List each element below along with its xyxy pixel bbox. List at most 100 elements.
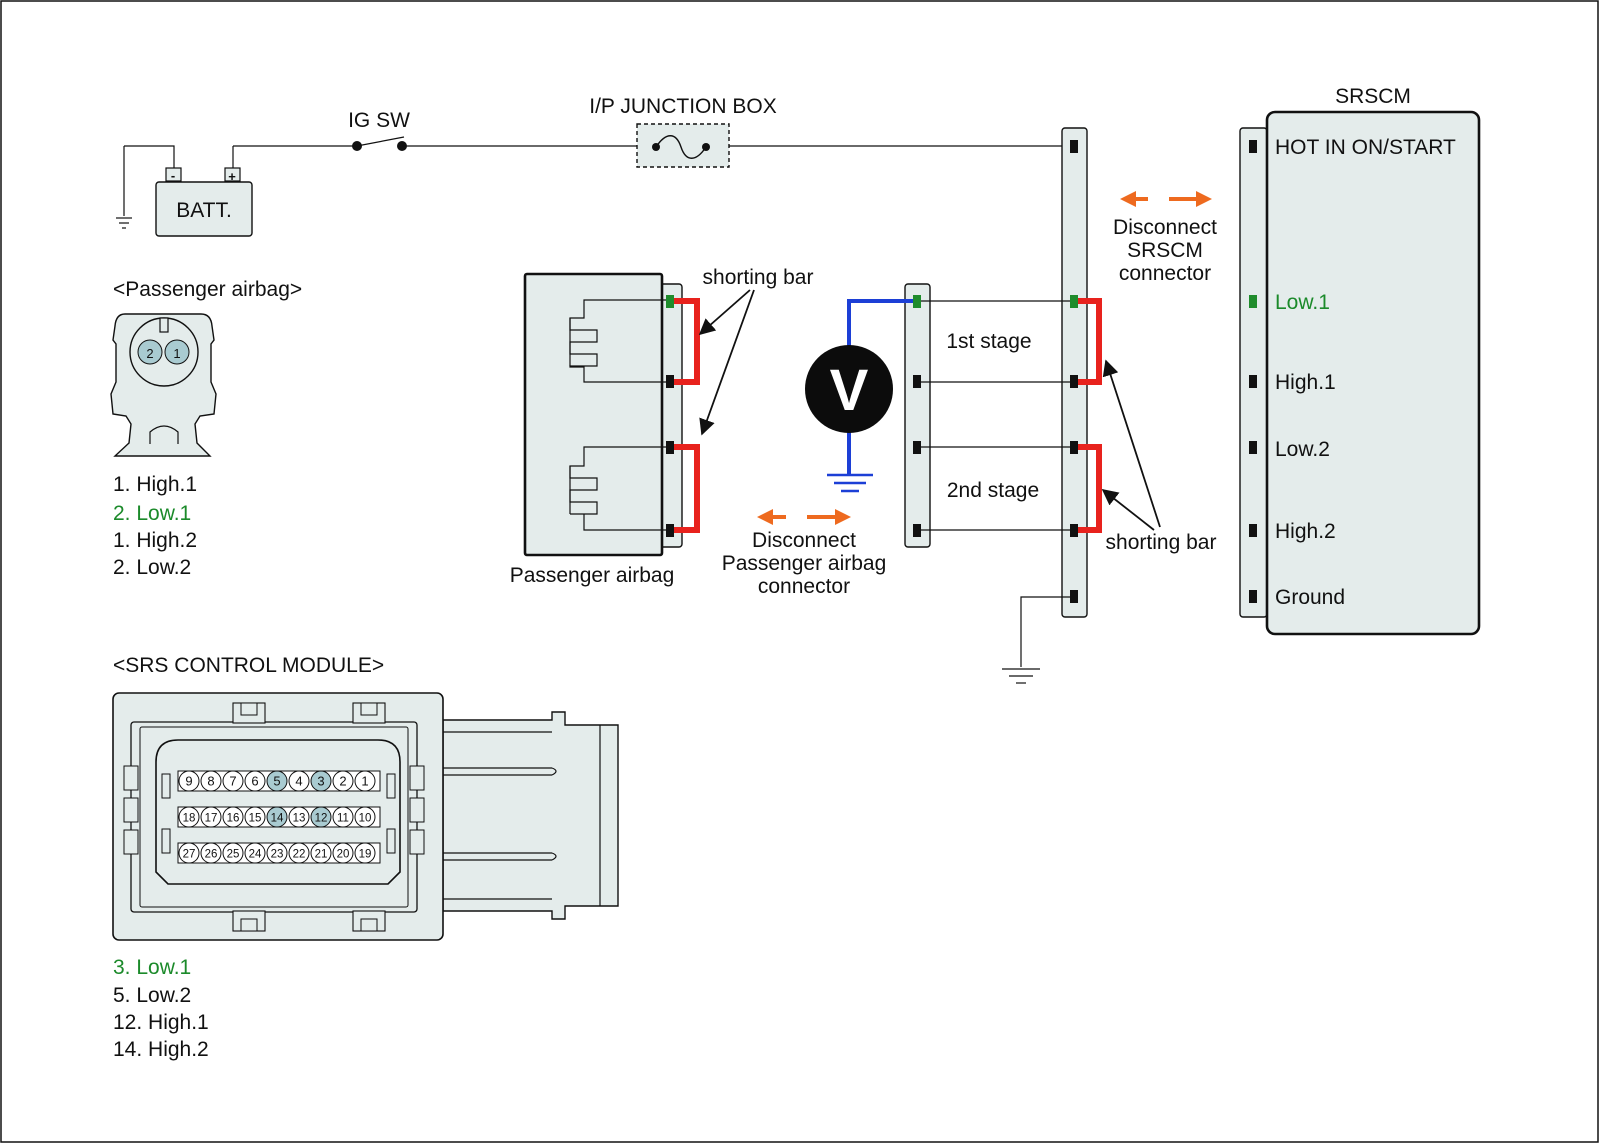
srscm-pin (1249, 295, 1257, 308)
srscm-pin-label: HOT IN ON/START (1275, 136, 1456, 159)
junction-box-label: I/P JUNCTION BOX (589, 95, 776, 118)
srscm-body (1265, 110, 1481, 636)
srs-cavity-label: 15 (249, 813, 262, 825)
srs-cavity (244, 842, 266, 864)
disconnect-srscm-note: Disconnect SRSCM connector (1113, 191, 1217, 285)
disconnect-airbag-line: Disconnect (752, 529, 856, 552)
srscm-pin-label: Low.2 (1275, 438, 1330, 461)
airbag-cavity-label: 1 (173, 346, 180, 361)
srs-cavity-label: 17 (205, 813, 218, 825)
srscm-pin-label: High.2 (1275, 520, 1336, 543)
srs-cavity (354, 806, 376, 828)
srs-cavity (288, 806, 310, 828)
srs-cavity-label: 9 (185, 774, 192, 789)
battery-pos-sign: + (228, 169, 236, 184)
srscm-connector-strip (1239, 127, 1268, 618)
srs-cavity-label: 24 (249, 849, 262, 861)
harness-pin (1070, 140, 1078, 153)
srs-cavity (266, 806, 288, 828)
srs-cavity (200, 806, 222, 828)
airbag-pin-legend: 2. Low.2 (113, 556, 191, 579)
disconnect-srscm-line: connector (1119, 262, 1211, 285)
orange-arrow-right-icon (807, 509, 851, 525)
battery-neg-sign: - (171, 168, 175, 183)
harness-connector (1002, 127, 1102, 684)
srscm-pin-label: Ground (1275, 586, 1345, 609)
srs-control-module-view: <SRS CONTROL MODULE> (112, 654, 619, 1061)
srs-pin-legend: 14. High.2 (113, 1038, 209, 1061)
fuse-icon (655, 135, 707, 159)
harness-pin (1070, 524, 1078, 537)
airbag-body (523, 272, 664, 557)
passenger-airbag-connector-view: <Passenger airbag> 2 1 1. High.1 2. Low.… (110, 278, 302, 579)
srscm-pin (1249, 140, 1257, 153)
harness-pin (1070, 590, 1078, 603)
srs-cavity-label: 4 (295, 774, 302, 789)
passenger-airbag-connector-title: <Passenger airbag> (113, 278, 302, 301)
srs-cavity-label: 6 (251, 774, 258, 789)
disconnect-airbag-note: Disconnect Passenger airbag connector (722, 509, 887, 598)
srs-cavity (266, 842, 288, 864)
srs-cavity (354, 770, 376, 792)
srscm-pin (1249, 375, 1257, 388)
srs-cavity (178, 842, 200, 864)
srs-pin-legend: 3. Low.1 (113, 956, 191, 979)
airbag-pin-legend: 1. High.1 (113, 473, 197, 496)
srs-cavity-label: 19 (359, 849, 372, 861)
srs-cavity-label: 23 (271, 849, 284, 861)
srs-cavity (332, 770, 354, 792)
shorting-bar-red (1078, 444, 1102, 533)
srs-cavity (222, 770, 244, 792)
srs-cavity-label: 22 (293, 849, 306, 861)
airbag-pin-legend: 2. Low.1 (113, 502, 191, 525)
srs-cavity-label: 2 (339, 774, 346, 789)
voltmeter: V (805, 299, 913, 493)
srs-cavity-label: 25 (227, 849, 240, 861)
srs-cavity-label: 26 (205, 849, 218, 861)
srs-cavity-label: 10 (359, 813, 372, 825)
srs-cavity (354, 842, 376, 864)
srscm-pin-label: Low.1 (1275, 291, 1330, 314)
stage-2-label: 2nd stage (947, 479, 1039, 502)
harness-connector-body (1061, 127, 1088, 618)
passenger-airbag: Passenger airbag (510, 272, 700, 587)
junction-box: I/P JUNCTION BOX (589, 95, 1074, 168)
orange-arrow-left-icon (757, 509, 786, 525)
srs-cavity-label: 16 (227, 813, 240, 825)
srscm-pin (1249, 590, 1257, 603)
srs-cavity-label: 18 (183, 813, 196, 825)
ig-switch: IG SW (233, 109, 637, 151)
shorting-bar-red (674, 444, 700, 533)
srs-cavity (266, 770, 288, 792)
srs-cavity-label: 8 (207, 774, 214, 789)
srs-cavity (244, 806, 266, 828)
disconnect-airbag-line: Passenger airbag (722, 552, 887, 575)
voltmeter-symbol: V (830, 358, 869, 423)
srs-cavity (200, 770, 222, 792)
srs-cavity (332, 842, 354, 864)
srs-cavity (200, 842, 222, 864)
srs-pin-legend: 5. Low.2 (113, 984, 191, 1007)
junction-box-body (636, 123, 730, 168)
srs-cavity-label: 14 (271, 813, 284, 825)
measurement-connector: 1st stage 2nd stage (904, 283, 1070, 548)
shorting-bar-label: shorting bar (703, 266, 814, 289)
srs-cavity (310, 806, 332, 828)
srs-cavity (310, 770, 332, 792)
srs-module-title: <SRS CONTROL MODULE> (113, 654, 384, 677)
shorting-bar-red (1078, 298, 1102, 385)
srs-cavity-label: 21 (315, 849, 328, 861)
battery-negative-terminal (165, 167, 182, 182)
srs-cavity (332, 806, 354, 828)
srs-cavity (222, 842, 244, 864)
srs-cavity (310, 842, 332, 864)
srs-cavity-label: 27 (183, 849, 196, 861)
srs-cavity-label: 3 (317, 774, 324, 789)
disconnect-airbag-line: connector (758, 575, 850, 598)
airbag-cavity-label: 2 (146, 346, 153, 361)
srs-cavity (178, 770, 200, 792)
srs-cavity-label: 7 (229, 774, 236, 789)
